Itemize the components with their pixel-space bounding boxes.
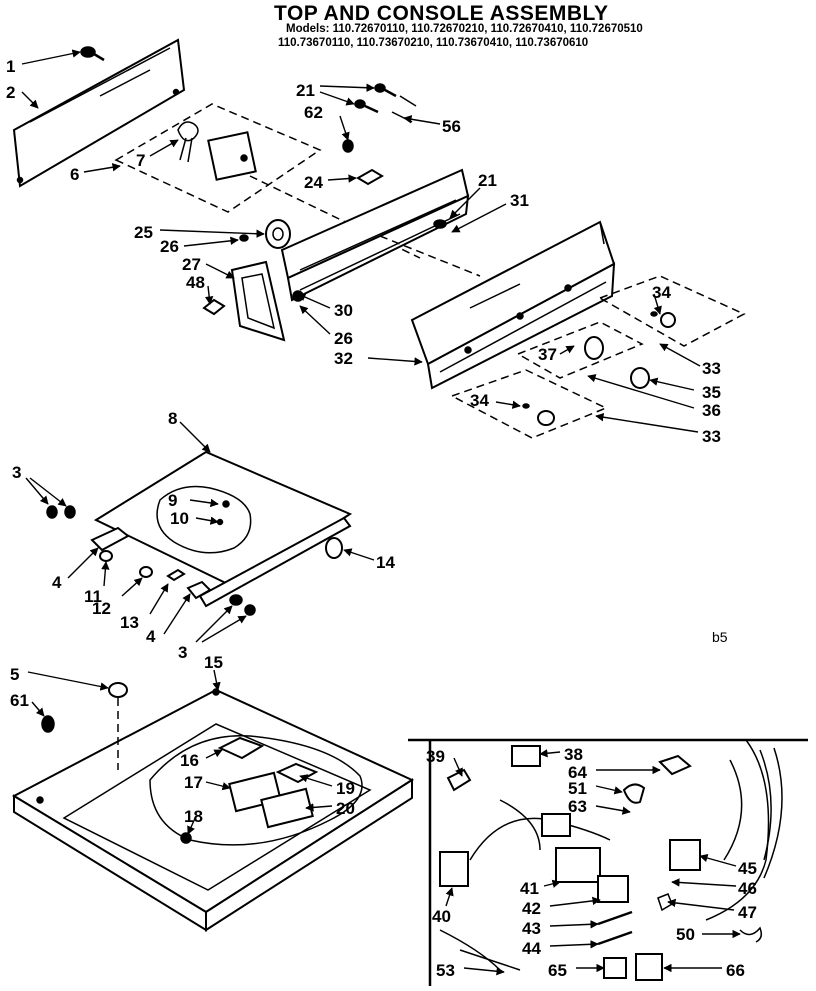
callout-4-b: 4: [146, 627, 156, 646]
switch-mount-area-middle: [516, 321, 650, 389]
callout-24: 24: [304, 173, 323, 192]
model-list-line-2: 110.73670110, 110.73670210, 110.73670410…: [278, 37, 589, 49]
wiring-harness-inset: [408, 738, 808, 986]
callout-66: 66: [726, 961, 745, 980]
callout-65: 65: [548, 961, 567, 980]
callout-3-a: 3: [12, 463, 21, 482]
callout-48: 48: [186, 273, 205, 292]
callout-21-a: 21: [296, 81, 315, 100]
callout-27: 27: [182, 255, 201, 274]
callout-2: 2: [6, 83, 15, 102]
callout-13: 13: [120, 613, 139, 632]
callout-5: 5: [10, 665, 19, 684]
callout-4-a: 4: [52, 573, 62, 592]
callout-1: 1: [6, 57, 15, 76]
callout-40: 40: [432, 907, 451, 926]
callout-16: 16: [180, 751, 199, 770]
callout-7: 7: [136, 151, 145, 170]
callout-39: 39: [426, 747, 445, 766]
model-list-line-1: Models: 110.72670110, 110.72670210, 110.…: [286, 23, 643, 35]
callout-63: 63: [568, 797, 587, 816]
callout-41: 41: [520, 879, 539, 898]
console-back-panel: [12, 38, 186, 188]
callout-33-b: 33: [702, 427, 721, 446]
callout-26-a: 26: [160, 237, 179, 256]
callout-35: 35: [702, 383, 721, 402]
callout-34-b: 34: [470, 391, 489, 410]
callout-17: 17: [184, 773, 203, 792]
callout-18: 18: [184, 807, 203, 826]
callout-11: 11: [84, 587, 102, 606]
callout-38: 38: [564, 745, 583, 764]
callout-30: 30: [334, 301, 353, 320]
callout-9: 9: [168, 491, 177, 510]
callout-25: 25: [134, 223, 153, 242]
callout-45: 45: [738, 859, 757, 878]
callout-42: 42: [522, 899, 541, 918]
callout-34-a: 34: [652, 283, 671, 302]
lid-hinge-hardware: [46, 505, 256, 616]
callout-51: 51: [568, 779, 587, 798]
callout-36: 36: [702, 401, 721, 420]
callout-14: 14: [376, 553, 395, 572]
diagram-title: TOP AND CONSOLE ASSEMBLY: [274, 2, 609, 25]
washer-top: [11, 688, 415, 932]
callout-43: 43: [522, 919, 541, 938]
panel-screw: [80, 46, 105, 62]
callout-61: 61: [10, 691, 29, 710]
top-hardware: [41, 682, 128, 770]
callout-37: 37: [538, 345, 557, 364]
model-list: Models: 110.72670110, 110.72670210, 110.…: [278, 22, 643, 50]
switch-mount-area-upper: [598, 275, 746, 347]
leader-lines: [21, 49, 741, 976]
callout-8: 8: [168, 409, 177, 428]
callout-46: 46: [738, 879, 757, 898]
callout-50: 50: [676, 925, 695, 944]
console-bracket: [280, 168, 481, 302]
callout-53: 53: [436, 961, 455, 980]
callout-21-b: 21: [478, 171, 497, 190]
timer-knob-assembly: [202, 219, 291, 342]
callout-labels: 1 2 6 7 21 62 56 24 21 31 25 26 27 48 30…: [6, 57, 757, 980]
callout-10: 10: [170, 509, 189, 528]
callout-15: 15: [204, 653, 223, 672]
callout-12: 12: [92, 599, 111, 618]
callout-64: 64: [568, 763, 587, 782]
switch-mount-area-lower: [450, 369, 608, 439]
callout-6: 6: [70, 165, 79, 184]
callout-32: 32: [334, 349, 353, 368]
callout-20: 20: [336, 799, 355, 818]
callout-56: 56: [442, 117, 461, 136]
callout-33-a: 33: [702, 359, 721, 378]
callout-47: 47: [738, 903, 757, 922]
callout-44: 44: [522, 939, 541, 958]
callout-31: 31: [510, 191, 529, 210]
callout-62: 62: [304, 103, 323, 122]
callout-3-b: 3: [178, 643, 187, 662]
control-panel: [410, 220, 616, 390]
callout-26-b: 26: [334, 329, 353, 348]
callout-19: 19: [336, 779, 355, 798]
washer-lid: [93, 450, 353, 608]
corner-mark: b5: [712, 629, 728, 645]
